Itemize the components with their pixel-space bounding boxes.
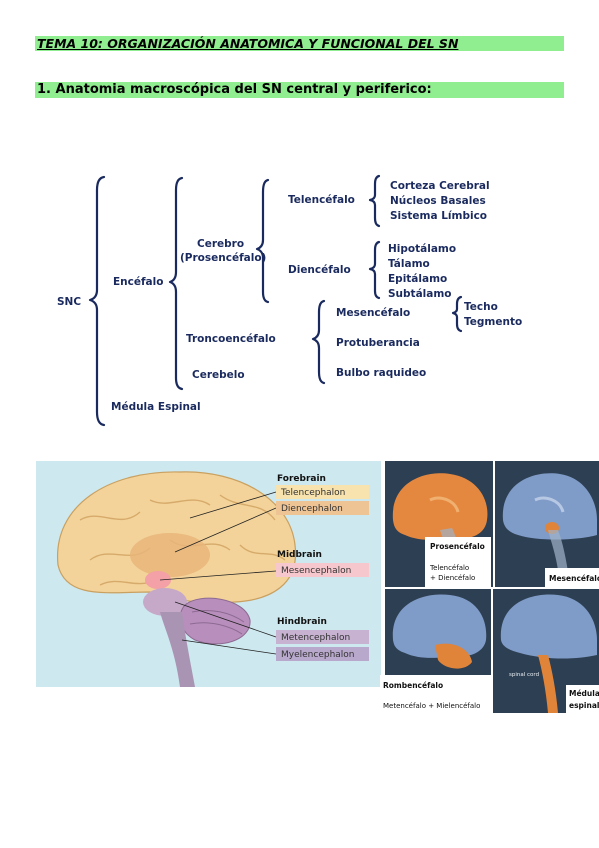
panel4-title1: Médula <box>569 689 599 698</box>
panel3-title: Rombencéfalo <box>383 681 443 690</box>
brace-mesencefalo <box>451 295 463 333</box>
panel4-title2: espinal <box>569 701 599 710</box>
label-limbico: Sistema Límbico <box>390 210 487 222</box>
label-diencephalon: Diencephalon <box>281 504 343 514</box>
label-encefalo: Encéfalo <box>113 276 163 288</box>
brain-lateral-figure: Forebrain Telencephalon Diencephalon Mid… <box>36 461 381 687</box>
panel1-sub1: Telencéfalo <box>429 564 469 572</box>
brace-diencefalo <box>368 240 381 300</box>
label-forebrain: Forebrain <box>277 474 326 484</box>
label-protuberancia: Protuberancia <box>336 337 420 349</box>
brace-snc <box>88 175 106 427</box>
label-snc: SNC <box>57 296 81 308</box>
panel-prosencefalo: Prosencéfalo Telencéfalo + Diencéfalo <box>385 461 493 587</box>
panel-medula-espinal: spinal cord Médula espinal <box>493 589 599 713</box>
label-telencephalon: Telencephalon <box>280 488 345 498</box>
panel2-title: Mesencéfalo <box>549 574 599 583</box>
label-mesencephalon: Mesencephalon <box>281 566 351 576</box>
label-midbrain: Midbrain <box>277 550 322 560</box>
section-heading: 1. Anatomia macroscópica del SN central … <box>35 82 564 98</box>
panel-mesencefalo: Mesencéfalo <box>495 461 599 587</box>
label-techo: Techo <box>464 301 498 313</box>
label-epitalamo: Epitálamo <box>388 273 447 285</box>
label-corteza: Corteza Cerebral <box>390 180 490 192</box>
label-diencefalo: Diencéfalo <box>288 264 351 276</box>
label-mesencefalo: Mesencéfalo <box>336 307 410 319</box>
label-talamo: Tálamo <box>388 258 430 270</box>
label-cerebro: Cerebro <box>197 238 244 250</box>
panel-rombencefalo: Rombencéfalo Metencéfalo + Mielencéfalo <box>380 589 491 713</box>
label-troncoencefalo: Troncoencéfalo <box>186 333 276 345</box>
panel1-title: Prosencéfalo <box>430 542 485 551</box>
brace-telencefalo <box>368 174 381 228</box>
panel1-sub2: + Diencéfalo <box>430 574 475 582</box>
label-subtalamo: Subtálamo <box>388 288 452 300</box>
label-hindbrain: Hindbrain <box>277 617 327 627</box>
label-cerebelo: Cerebelo <box>192 369 245 381</box>
label-metencephalon: Metencephalon <box>281 633 350 643</box>
panel3-sub: Metencéfalo + Mielencéfalo <box>383 702 480 710</box>
label-myelencephalon: Myelencephalon <box>281 650 355 660</box>
brace-troncoencefalo <box>311 299 326 385</box>
brace-cerebro <box>255 178 270 304</box>
brace-encefalo <box>168 176 184 391</box>
label-prosencefalo: (Prosencéfalo) <box>180 252 266 264</box>
label-nucleos: Núcleos Basales <box>390 195 486 207</box>
label-medula: Médula Espinal <box>111 401 201 413</box>
page-title: TEMA 10: ORGANIZACIÓN ANATOMICA Y FUNCIO… <box>35 36 564 51</box>
label-telencefalo: Telencéfalo <box>288 194 355 206</box>
label-hipotalamo: Hipotálamo <box>388 243 456 255</box>
label-bulbo: Bulbo raquideo <box>336 367 426 379</box>
panel4-spinal-cord-label: spinal cord <box>509 672 539 678</box>
label-tegmento: Tegmento <box>464 316 522 328</box>
